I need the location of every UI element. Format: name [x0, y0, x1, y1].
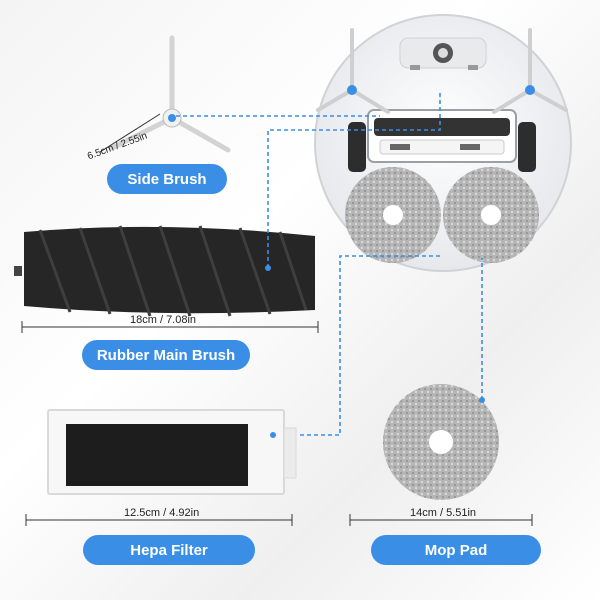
main-brush-label: Rubber Main Brush [82, 340, 250, 370]
robot-vacuum-icon [314, 14, 572, 272]
filter-icon [47, 409, 297, 495]
side-brush-icon [109, 35, 231, 153]
main-brush-icon [14, 225, 315, 317]
mop-pad-label: Mop Pad [371, 535, 541, 565]
main-brush-dimension: 18cm / 7.08in [130, 314, 197, 326]
hepa-filter-dimension: 12.5cm / 4.92in [124, 507, 200, 519]
mop-pad-icon [383, 384, 499, 500]
dimension-lines [21, 113, 533, 526]
hepa-filter-label: Hepa Filter [83, 535, 255, 565]
mop-pad-dimension: 14cm / 5.51in [410, 507, 477, 519]
side-brush-label: Side Brush [107, 164, 227, 194]
connector-lines [176, 90, 483, 436]
